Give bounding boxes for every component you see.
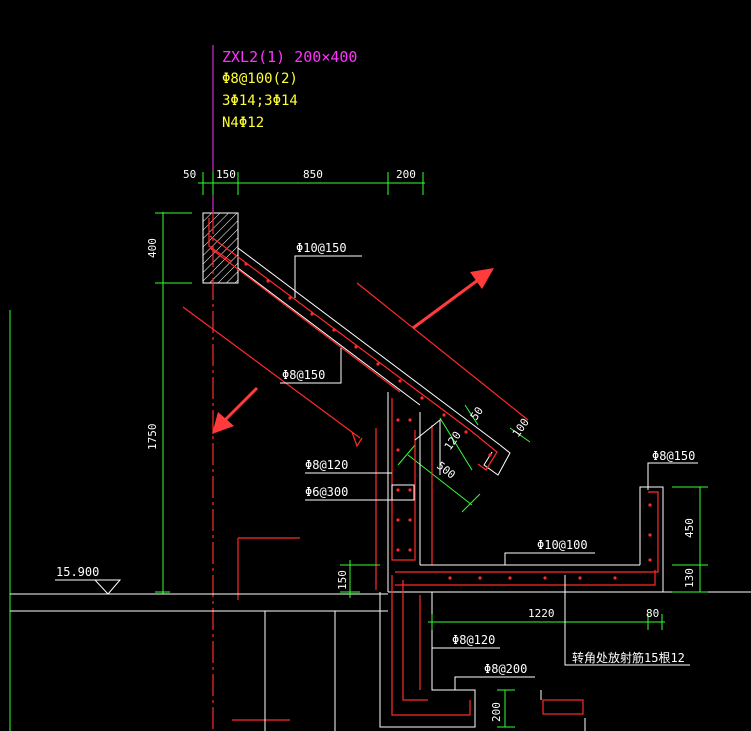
ledge-top-rebar bbox=[395, 491, 659, 573]
slab-rebar-dots bbox=[244, 262, 492, 457]
cut-line-lower-hook bbox=[351, 431, 363, 448]
left-dimension-group: 400 1750 bbox=[146, 212, 192, 594]
dim-top-50: 50 bbox=[183, 168, 196, 181]
leader-phi8-120-lower bbox=[431, 632, 500, 649]
bottom-dimension-group: 200 bbox=[490, 689, 515, 728]
slope-dim-120-line bbox=[439, 417, 473, 471]
slope-dim-100-line bbox=[509, 427, 531, 443]
top-dimension-group: 50 150 850 200 bbox=[183, 168, 425, 195]
slab-bottom-edge bbox=[237, 267, 421, 406]
leader-phi10-150 bbox=[294, 255, 362, 298]
rebar-labels: Φ10@150 Φ8@150 Φ8@120 Φ6@300 Φ10@100 Φ8@… bbox=[280, 241, 698, 690]
elevation-triangle bbox=[93, 579, 122, 595]
beam-hatched-section bbox=[202, 212, 239, 284]
dim-slope-50: 50 bbox=[468, 404, 486, 422]
right-dimension-group: 450 130 bbox=[672, 486, 708, 593]
slope-dim-tick-b bbox=[461, 493, 481, 513]
lower-wall bbox=[379, 575, 584, 728]
beam-label-group: ZXL2(1) 200×400 Φ8@100(2) 3Φ14;3Φ14 N4Φ1… bbox=[212, 45, 357, 212]
leader-corner-note bbox=[564, 575, 690, 666]
ledge-bottom-rebar bbox=[395, 570, 656, 586]
leader-phi10-100 bbox=[504, 552, 595, 565]
leader-phi8-150-left bbox=[280, 348, 342, 384]
slope-dim-tick-a bbox=[397, 444, 416, 466]
slope-dim-500-line bbox=[407, 454, 473, 506]
cut-line-lower bbox=[182, 306, 361, 439]
beam-section bbox=[202, 212, 239, 284]
direction-arrow-lower-left bbox=[212, 386, 259, 434]
dim-right-450: 450 bbox=[683, 518, 696, 538]
dim-slope-100: 100 bbox=[510, 416, 532, 440]
column-haunch bbox=[414, 418, 441, 475]
dim-bottom-200: 200 bbox=[490, 702, 503, 722]
label-phi8-150-left: Φ8@150 bbox=[282, 368, 325, 382]
support-column bbox=[375, 392, 441, 593]
slope-dimension-group: 500 120 50 100 bbox=[397, 404, 532, 513]
dim-left-400: 400 bbox=[146, 238, 159, 258]
slab-tip-outline bbox=[483, 444, 511, 476]
dim-left-1750: 1750 bbox=[146, 424, 159, 451]
beam-label-line3: 3Φ14;3Φ14 bbox=[222, 93, 298, 109]
beam-rebar bbox=[208, 218, 233, 263]
dim-top-850: 850 bbox=[303, 168, 323, 181]
dim-slope-120: 120 bbox=[442, 429, 464, 453]
direction-arrow-upper-right bbox=[412, 268, 494, 330]
phi6-300-box bbox=[391, 484, 415, 501]
dim-slab-150: 150 bbox=[336, 570, 349, 590]
slope-dim-50-line bbox=[464, 404, 479, 426]
dim-span-1220: 1220 bbox=[528, 607, 555, 620]
lower-wall-outline bbox=[379, 592, 476, 728]
ledge-upturn-outline bbox=[388, 486, 664, 593]
dim-right-130: 130 bbox=[683, 568, 696, 588]
label-phi8-150-right: Φ8@150 bbox=[652, 449, 695, 463]
label-corner-note: 转角处放射筋15根12 bbox=[572, 650, 685, 665]
span-dimension-group: 1220 80 bbox=[428, 607, 665, 630]
dim-top-150: 150 bbox=[216, 168, 236, 181]
lower-wall-rebar-inner bbox=[402, 580, 428, 701]
elevation-marker: 15.900 bbox=[55, 565, 122, 595]
column-rebar-dots bbox=[396, 418, 412, 552]
ground-line-group bbox=[10, 591, 751, 731]
slab-top-rebar bbox=[209, 235, 498, 471]
beam-label-line1: ZXL2(1) 200×400 bbox=[222, 48, 357, 66]
beam-label-line2: Φ8@100(2) bbox=[222, 71, 298, 87]
label-phi8-120-lower: Φ8@120 bbox=[452, 633, 495, 647]
slab-dimension-group: 150 bbox=[336, 560, 380, 598]
sloped-slab bbox=[209, 235, 511, 476]
horizontal-ledge bbox=[388, 486, 664, 593]
lower-rebar-detail bbox=[542, 699, 584, 715]
label-phi8-120-upper: Φ8@120 bbox=[305, 458, 348, 472]
leader-phi8-150-right bbox=[647, 462, 698, 490]
slab-bottom-rebar bbox=[209, 247, 401, 393]
dim-top-200: 200 bbox=[396, 168, 416, 181]
elevation-value: 15.900 bbox=[56, 565, 99, 579]
label-phi10-100: Φ10@100 bbox=[537, 538, 588, 552]
lower-wall-rebar-outer bbox=[391, 575, 471, 716]
slab-top-edge bbox=[237, 247, 501, 446]
label-phi10-150: Φ10@150 bbox=[296, 241, 347, 255]
leader-phi8-200 bbox=[454, 676, 535, 690]
dim-span-80: 80 bbox=[646, 607, 659, 620]
ledge-rebar-dots bbox=[448, 503, 652, 580]
lower-left-block bbox=[264, 610, 336, 731]
beam-label-line4: N4Φ12 bbox=[222, 115, 264, 131]
label-phi8-200: Φ8@200 bbox=[484, 662, 527, 676]
column-stirrup bbox=[391, 398, 416, 561]
label-phi6-300: Φ6@300 bbox=[305, 485, 348, 499]
cut-line-upper bbox=[356, 282, 529, 421]
